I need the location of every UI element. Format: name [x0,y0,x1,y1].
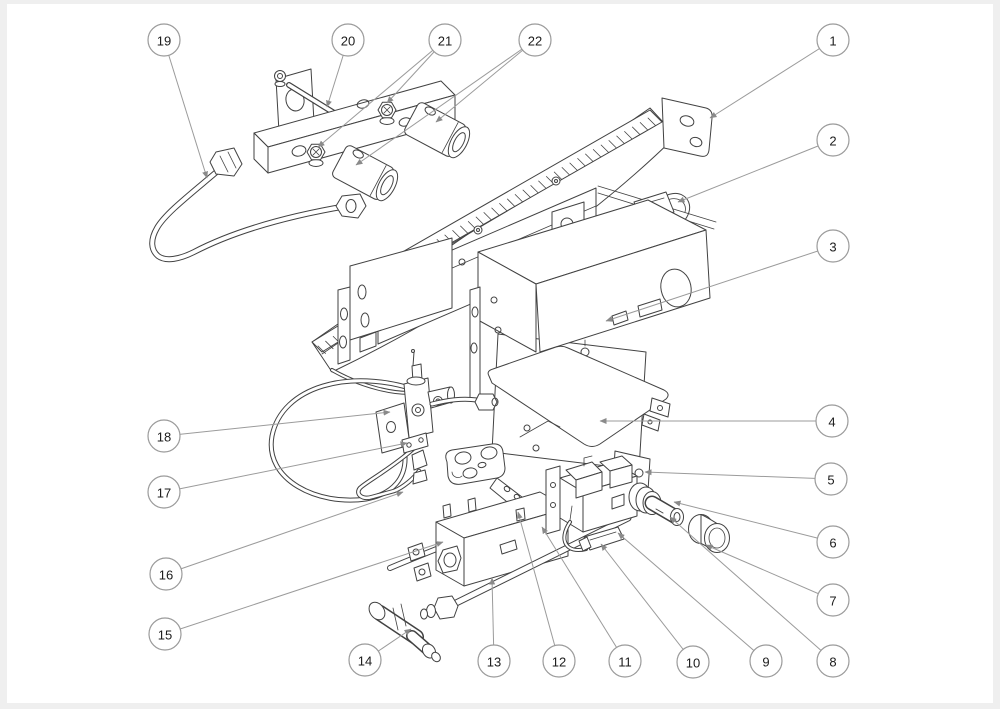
callout-number-13: 13 [487,655,501,670]
callout-1: 1 [709,23,850,119]
leader-line-8 [669,516,834,662]
callout-5: 5 [644,462,848,496]
leader-line-10 [600,543,694,663]
callout-balloon-21 [428,23,462,57]
callout-balloon-8 [816,644,850,678]
callout-4: 4 [599,404,849,438]
part-pilot-tube [356,437,428,500]
callout-number-15: 15 [158,628,172,643]
callout-number-1: 1 [829,34,836,49]
callout-number-8: 8 [829,655,836,670]
leader-line-17 [163,441,408,493]
callout-10: 10 [600,543,710,679]
callout-balloon-18 [147,419,181,453]
leader-line-18 [163,409,391,437]
callout-2: 2 [677,123,850,203]
leader-line-22 [435,39,536,123]
leader-line-6 [673,500,834,543]
callout-balloon-1 [816,23,850,57]
callout-balloon-7 [816,583,850,617]
callout-balloon-12 [542,644,576,678]
callout-22: 22 [355,23,552,166]
leader-line-7 [705,544,834,601]
leader-line-19 [163,39,208,179]
callout-number-7: 7 [829,594,836,609]
callout-balloon-16 [149,557,183,591]
part-mounting-bracket [661,97,713,157]
callout-3: 3 [605,229,850,322]
callout-balloon-20 [331,23,365,57]
callout-number-10: 10 [686,656,700,671]
callout-7: 7 [705,544,850,617]
callout-number-2: 2 [829,134,836,149]
callout-number-16: 16 [159,568,173,583]
callout-balloon-17 [147,475,181,509]
leader-line-15 [164,541,444,635]
callout-number-9: 9 [762,655,769,670]
callout-8: 8 [669,516,850,678]
callout-balloon-19 [147,23,181,57]
callout-balloon-22 [518,23,552,57]
callout-balloon-6 [816,525,850,559]
part-tee-fitting [368,601,441,663]
callout-13: 13 [477,577,511,678]
callout-number-12: 12 [552,655,566,670]
callout-number-5: 5 [827,473,834,488]
callout-number-4: 4 [828,415,835,430]
callout-number-21: 21 [438,34,452,49]
callout-balloon-4 [815,404,849,438]
leader-line-22 [355,39,536,166]
callout-balloon-3 [816,229,850,263]
leader-line-16 [165,491,404,575]
callout-balloon-13 [477,644,511,678]
callout-21: 21 [317,23,462,148]
leader-line-1 [709,39,834,119]
callout-9: 9 [617,532,783,678]
callout-19: 19 [147,23,208,179]
part-orifice-valves [332,102,471,202]
callout-number-6: 6 [829,536,836,551]
callout-number-14: 14 [358,654,372,669]
part-ignition-switch [565,455,633,499]
callout-number-20: 20 [341,34,355,49]
part-crossover-tube [149,147,367,263]
callout-20: 20 [326,23,365,108]
callout-6: 6 [673,500,850,559]
callout-balloon-9 [749,644,783,678]
leader-line-3 [605,245,834,322]
part-burner-housing [469,199,711,402]
callout-number-17: 17 [157,486,171,501]
leader-line-9 [617,532,767,662]
part-hex-bolts [306,101,397,167]
leader-line-12 [516,511,560,662]
callout-balloon-15 [148,617,182,651]
callout-balloon-14 [348,643,382,677]
callout-15: 15 [148,541,444,651]
callout-number-22: 22 [528,34,542,49]
callout-number-19: 19 [157,34,171,49]
callout-18: 18 [147,409,391,453]
callout-12: 12 [516,511,576,678]
callout-number-18: 18 [157,430,171,445]
callout-17: 17 [147,441,408,509]
callout-number-3: 3 [829,240,836,255]
leader-line-2 [677,139,834,203]
callout-14: 14 [348,628,412,677]
callout-balloon-11 [608,644,642,678]
callout-11: 11 [541,526,642,678]
callout-balloon-5 [814,462,848,496]
leader-line-21 [317,39,446,148]
leader-line-5 [644,469,832,480]
callout-balloon-10 [676,645,710,679]
callout-16: 16 [149,491,404,591]
callout-balloon-2 [816,123,850,157]
callout-number-11: 11 [618,655,632,670]
leader-line-11 [541,526,626,662]
